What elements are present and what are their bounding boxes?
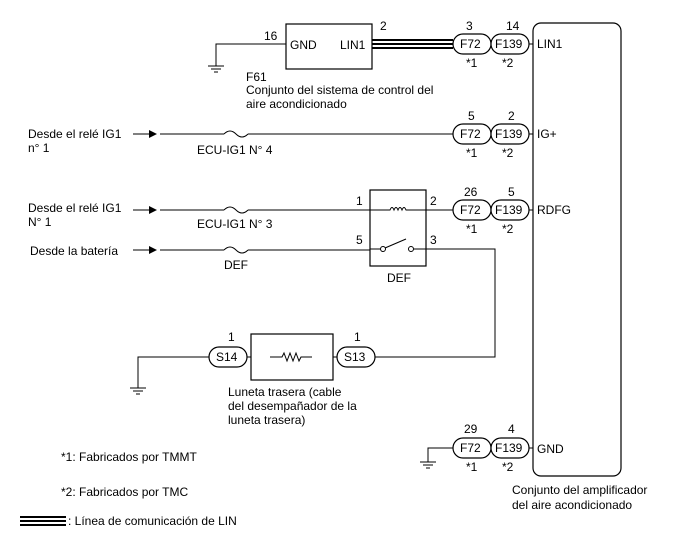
ac-control-name-line2: aire acondicionado bbox=[246, 97, 347, 111]
ground-icon bbox=[208, 65, 224, 73]
ground-icon bbox=[130, 387, 146, 395]
ac-control-name-line1: Conjunto del sistema de control del bbox=[246, 83, 433, 97]
f72-label: F72 bbox=[460, 127, 481, 141]
relay-coil-icon bbox=[384, 207, 412, 212]
rear-window-line3: luneta trasera) bbox=[228, 413, 305, 427]
connector-row-rdfg: 26 5 F72 F139 *1 *2 bbox=[452, 185, 530, 236]
rear-window-feed-wire bbox=[375, 248, 496, 358]
f72-note: *1 bbox=[466, 146, 478, 160]
f72-label: F72 bbox=[460, 37, 481, 51]
f72-note: *1 bbox=[466, 460, 478, 474]
ac-control-ground-wire bbox=[215, 43, 286, 66]
source-ig1-a-line1: Desde el relé IG1 bbox=[28, 127, 122, 141]
f72-note: *1 bbox=[466, 56, 478, 70]
fuse-ecu-ig1-4-label: ECU-IG1 N° 4 bbox=[197, 143, 273, 157]
source-ig1-a-line2: n° 1 bbox=[28, 141, 50, 155]
fuse-ecu-ig1-4 bbox=[223, 130, 249, 138]
ac-control-gnd-pin: 16 bbox=[264, 29, 278, 43]
heater-element-icon bbox=[270, 351, 312, 363]
fuse-def-label: DEF bbox=[224, 258, 248, 272]
amplifier-pin-rdfg: RDFG bbox=[537, 203, 571, 217]
s13-pin: 1 bbox=[354, 330, 361, 344]
amplifier-ground-wire bbox=[427, 447, 453, 462]
ac-control-gnd-label: GND bbox=[290, 38, 317, 52]
lin-legend-label: : Línea de comunicación de LIN bbox=[68, 514, 237, 528]
note-tmmt: *1: Fabricados por TMMT bbox=[61, 450, 197, 464]
fuse-def bbox=[223, 246, 249, 254]
lin-communication-line bbox=[372, 39, 453, 49]
amplifier-pin-gnd: GND bbox=[537, 442, 564, 456]
amplifier-name-line1: Conjunto del amplificador bbox=[512, 483, 647, 497]
rear-window-ground-wire bbox=[137, 356, 209, 388]
amplifier-name-line2: del aire acondicionado bbox=[512, 498, 632, 512]
f139-label: F139 bbox=[495, 441, 523, 455]
ac-control-ref: F61 bbox=[246, 70, 267, 84]
f139-note: *2 bbox=[502, 222, 514, 236]
f139-note: *2 bbox=[502, 146, 514, 160]
amplifier-pin-lin1: LIN1 bbox=[537, 37, 563, 51]
f139-note: *2 bbox=[502, 460, 514, 474]
s14-pin: 1 bbox=[228, 330, 235, 344]
source-battery: Desde la batería bbox=[30, 244, 118, 258]
relay-pin1: 1 bbox=[356, 194, 363, 208]
f72-pin-number: 26 bbox=[464, 185, 478, 199]
f72-label: F72 bbox=[460, 441, 481, 455]
f72-label: F72 bbox=[460, 203, 481, 217]
amplifier-pin-ig: IG+ bbox=[537, 127, 557, 141]
relay-label: DEF bbox=[387, 271, 411, 285]
connector-row-gnd: 29 4 F72 F139 *1 *2 bbox=[452, 422, 530, 474]
ac-control-box bbox=[285, 23, 373, 70]
ground-icon bbox=[420, 461, 436, 469]
f139-pin-number: 5 bbox=[508, 185, 515, 199]
note-tmc: *2: Fabricados por TMC bbox=[61, 485, 188, 499]
relay-pin5: 5 bbox=[356, 233, 363, 247]
f139-pin-number: 2 bbox=[508, 109, 515, 123]
f139-note: *2 bbox=[502, 56, 514, 70]
f139-label: F139 bbox=[495, 37, 523, 51]
ac-control-lin1-label: LIN1 bbox=[340, 38, 366, 52]
source-ig1-b-line1: Desde el relé IG1 bbox=[28, 201, 122, 215]
f72-pin-number: 5 bbox=[468, 109, 475, 123]
source-ig1-b-line2: N° 1 bbox=[28, 215, 52, 229]
f72-note: *1 bbox=[466, 222, 478, 236]
f72-pin-number: 3 bbox=[466, 19, 473, 33]
f72-pin-number: 29 bbox=[464, 422, 478, 436]
def-relay-box bbox=[369, 189, 427, 267]
relay-pin2: 2 bbox=[430, 194, 437, 208]
s13-label: S13 bbox=[344, 350, 366, 364]
lin-legend-swatch bbox=[20, 516, 66, 526]
s14-label: S14 bbox=[216, 350, 238, 364]
rear-window-line2: del desempañador de la bbox=[228, 399, 357, 413]
relay-pin3: 3 bbox=[430, 233, 437, 247]
f139-label: F139 bbox=[495, 203, 523, 217]
connector-row-lin1: 3 14 F72 F139 *1 *2 bbox=[452, 19, 530, 70]
rear-window-line1: Luneta trasera (cable bbox=[228, 385, 342, 399]
connector-row-ig: 5 2 F72 F139 *1 *2 bbox=[452, 109, 530, 160]
fuse-ecu-ig1-3-label: ECU-IG1 N° 3 bbox=[197, 217, 273, 231]
f139-pin-number: 4 bbox=[508, 422, 515, 436]
f139-pin-number: 14 bbox=[506, 19, 520, 33]
f139-label: F139 bbox=[495, 127, 523, 141]
relay-switch-icon bbox=[370, 238, 426, 252]
fuse-ecu-ig1-3 bbox=[223, 206, 249, 214]
ac-control-lin-pin: 2 bbox=[380, 19, 387, 33]
amplifier-box bbox=[532, 22, 622, 477]
